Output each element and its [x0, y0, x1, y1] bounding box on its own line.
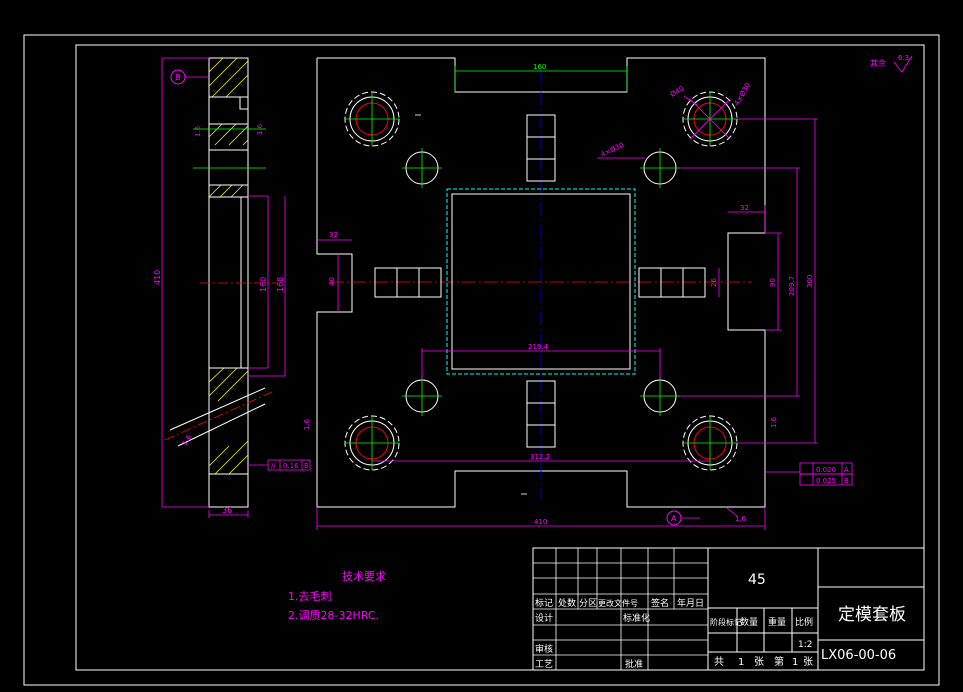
hole-dia-30-callout: 4×Ø30 — [599, 141, 625, 159]
side-roughness-2: 1.6 — [256, 123, 264, 135]
tb-sheet-no-suffix: 张 — [803, 656, 813, 668]
tb-scale: 1:2 — [798, 640, 812, 650]
side-roughness-3: 1.6 — [181, 433, 194, 447]
thickness-dim: 36 — [222, 506, 232, 515]
slot-block-left — [374, 267, 442, 298]
slot-block-right — [638, 267, 706, 298]
tb-approve: 批准 — [625, 658, 643, 670]
tb-sheet-total-prefix: 共 — [714, 656, 724, 668]
slot-block-top — [526, 114, 556, 182]
tb-sheet-no-prefix: 第 — [774, 655, 784, 668]
tb-stage-label: 阶段标记 — [710, 617, 742, 627]
tb-sheet-no: 1 — [792, 657, 798, 668]
tb-process: 工艺 — [535, 659, 553, 670]
main-view: 160 32 40 32 90 26 209.7 300 219.4 312.2 — [303, 57, 853, 530]
inner-height-dim: 209.7 — [788, 276, 796, 296]
tb-std: 标准化 — [623, 612, 650, 624]
side-height-dim: 410 — [153, 270, 162, 285]
right-slot-width-dim: 32 — [740, 204, 749, 212]
tech-note-1: 1.去毛刺 — [288, 590, 332, 603]
tolerance-datum-2: B — [844, 477, 849, 485]
parallel-tolerance-value: 0.16 — [283, 462, 299, 470]
side-hatch-top — [208, 57, 249, 146]
tb-header-2: 分区 — [579, 598, 597, 609]
tb-header-4: 签名 — [651, 597, 669, 609]
datum-a-label: A — [671, 514, 677, 523]
corner-holes — [344, 91, 738, 471]
hole-dia-40-callout: Ø40 — [669, 85, 685, 99]
tb-header-3: 更改文件号 — [598, 598, 638, 608]
tolerance-value-2: 0.025 — [816, 477, 836, 485]
guide-holes — [402, 148, 680, 416]
hole-spacing-dim: 312.2 — [530, 453, 550, 461]
tolerance-value-1: 0.020 — [816, 466, 836, 474]
side-roughness-1: 1.6 — [194, 125, 202, 137]
side-160-dim: 160 — [259, 277, 268, 292]
side-hatch-bottom — [208, 367, 249, 475]
center-pocket-outer — [446, 188, 636, 375]
corner-other-label: 其余 — [870, 58, 886, 68]
parallel-tolerance-datum: B — [304, 462, 309, 470]
slot-block-bottom — [526, 380, 556, 448]
top-width-dim: 160 — [533, 63, 546, 71]
tb-header-5: 年月日 — [677, 597, 704, 609]
right-small-dim: 26 — [710, 278, 718, 287]
tb-sheet-total: 1 — [738, 657, 744, 668]
title-block — [532, 547, 925, 671]
datum-b-label: B — [175, 73, 181, 82]
svg-text://: // — [271, 462, 276, 470]
left-slot-height-dim: 40 — [328, 277, 336, 286]
tb-header-0: 标记 — [535, 597, 553, 609]
inner-border — [75, 44, 925, 671]
tb-material: 45 — [748, 572, 766, 588]
tb-drawing-no: LX06-00-06 — [821, 648, 896, 663]
tb-sheet-total-suffix: 张 — [754, 656, 764, 668]
overall-width-dim: 410 — [534, 518, 547, 526]
tech-notes-title: 技术要求 — [342, 570, 386, 583]
center-pocket — [451, 193, 631, 370]
tb-header-1: 处数 — [558, 597, 576, 609]
tb-scale-label: 比例 — [795, 616, 813, 628]
main-roughness-right: 1.6 — [770, 416, 778, 428]
side-168-dim: 168 — [276, 277, 285, 292]
tb-check: 审核 — [535, 643, 553, 655]
outer-border — [23, 34, 940, 686]
tb-design: 设计 — [535, 612, 553, 624]
main-roughness-bottom: 1.6 — [735, 515, 747, 523]
tolerance-frame-2 — [799, 473, 853, 486]
hole-dia-mix-callout: 4×Ø30 — [733, 82, 752, 107]
left-slot-width-dim: 32 — [329, 231, 338, 239]
tb-part-name: 定模套板 — [838, 605, 906, 625]
right-slot-height-dim: 90 — [769, 278, 777, 287]
corner-roughness-value: 6.3 — [898, 54, 909, 62]
overall-height-right-dim: 300 — [806, 275, 814, 288]
inner-width-dim: 219.4 — [528, 343, 549, 351]
corner-roughness-icon — [893, 55, 913, 73]
side-view: 410 160 168 36 B 1.6 1.6 1.6 // 0.16 B — [153, 57, 311, 518]
tb-weight-label: 重量 — [768, 616, 786, 628]
side-view-outline — [208, 57, 249, 508]
tolerance-datum-1: A — [844, 466, 849, 474]
tb-qty-label: 数量 — [740, 616, 758, 628]
title-block-text: 标记 处数 分区 更改文件号 签名 年月日 设计 标准化 审核 工艺 批准 阶段… — [535, 572, 906, 670]
tech-note-2: 2.调质28-32HRC. — [288, 609, 379, 622]
main-roughness-left: 1.6 — [303, 418, 311, 430]
